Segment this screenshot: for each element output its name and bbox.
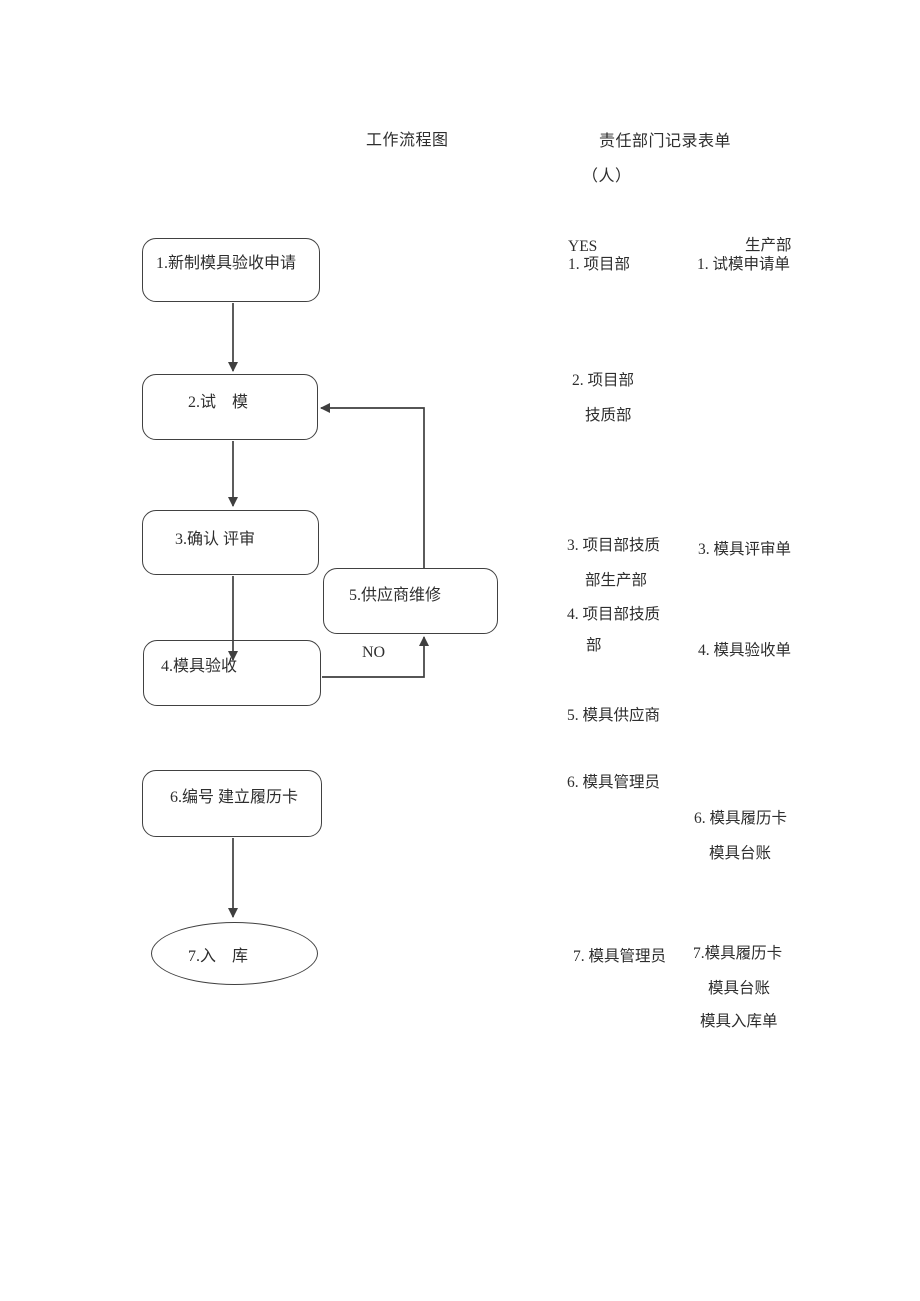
production-dept-label: 生产部 bbox=[745, 237, 792, 254]
record-step4: 4. 模具验收单 bbox=[698, 642, 792, 659]
flowchart-column-title: 工作流程图 bbox=[366, 132, 449, 149]
flow-node-4-mold-acceptance: 4.模具验收 bbox=[143, 640, 321, 706]
record-step3: 3. 模具评审单 bbox=[698, 541, 792, 558]
record-step1: 1. 试模申请单 bbox=[697, 256, 791, 273]
arrow-5-back-to-2 bbox=[320, 403, 425, 568]
dept-step4-cont: 部 bbox=[586, 637, 602, 654]
flow-node-2-trial-mold: 2.试 模 bbox=[142, 374, 318, 440]
responsibility-column-title: 责任部门记录表单 bbox=[599, 133, 732, 150]
flow-node-label: 7.入 库 bbox=[188, 948, 249, 965]
dept-step6: 6. 模具管理员 bbox=[567, 774, 661, 791]
flow-node-label: 6.编号 建立履历卡 bbox=[170, 789, 299, 806]
dept-step3: 3. 项目部技质 bbox=[567, 537, 661, 554]
flow-node-label: 2.试 模 bbox=[188, 394, 249, 411]
record-step7-cont: 模具台账 bbox=[708, 980, 771, 997]
dept-step5: 5. 模具供应商 bbox=[567, 707, 661, 724]
flow-node-label: 5.供应商维修 bbox=[349, 587, 442, 604]
dept-step2: 2. 项目部 bbox=[572, 372, 635, 389]
flow-node-7-warehousing: 7.入 库 bbox=[151, 922, 318, 985]
record-step7-cont2: 模具入库单 bbox=[700, 1013, 778, 1030]
record-step6-cont: 模具台账 bbox=[709, 845, 772, 862]
record-step7: 7.模具履历卡 bbox=[693, 945, 783, 962]
flow-node-label: 1.新制模具验收申请 bbox=[156, 255, 297, 272]
dept-step4: 4. 项目部技质 bbox=[567, 606, 661, 623]
flow-node-label: 3.确认 评审 bbox=[175, 531, 256, 548]
flow-node-1-acceptance-request: 1.新制模具验收申请 bbox=[142, 238, 320, 302]
yes-branch-label: YES bbox=[568, 238, 598, 255]
no-branch-label: NO bbox=[362, 644, 386, 661]
dept-step1: 1. 项目部 bbox=[568, 256, 631, 273]
responsibility-column-subtitle: （人） bbox=[582, 168, 632, 185]
flow-node-6-numbering-resume-card: 6.编号 建立履历卡 bbox=[142, 770, 322, 837]
flow-node-label: 4.模具验收 bbox=[161, 658, 238, 675]
record-step6: 6. 模具履历卡 bbox=[694, 810, 788, 827]
dept-step2-cont: 技质部 bbox=[585, 407, 632, 424]
dept-step3-cont: 部生产部 bbox=[585, 572, 648, 589]
flow-node-3-confirm-review: 3.确认 评审 bbox=[142, 510, 319, 575]
flow-node-5-supplier-repair: 5.供应商维修 bbox=[323, 568, 498, 634]
dept-step7: 7. 模具管理员 bbox=[573, 948, 667, 965]
